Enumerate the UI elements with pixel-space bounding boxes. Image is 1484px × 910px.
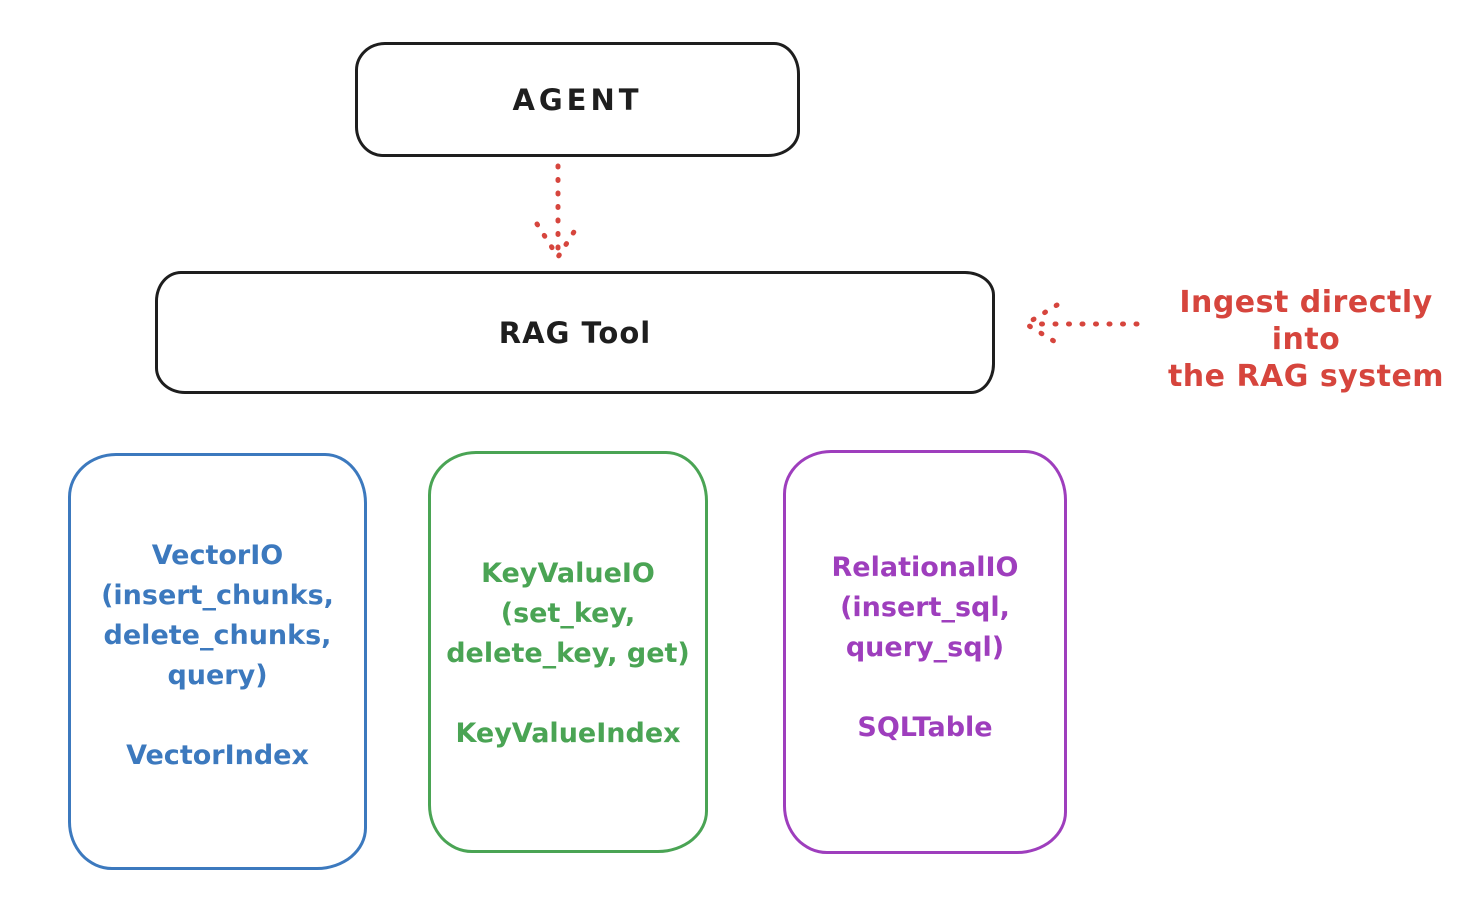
ingest-arrow-icon [1021, 302, 1140, 346]
box-text-line: (insert_sql, [840, 592, 1010, 623]
ingest-note: Ingest directly into the RAG system [1140, 284, 1472, 395]
vector-io-box: VectorIO (insert_chunks, delete_chunks, … [68, 453, 367, 870]
relational-io-box: RelationalIO (insert_sql, query_sql) SQL… [783, 450, 1067, 854]
keyvalue-io-box: KeyValueIO (set_key, delete_key, get) Ke… [428, 451, 708, 853]
box-text-line: RelationalIO [831, 552, 1019, 583]
agent-label: AGENT [512, 82, 643, 117]
keyvalue-index-label: KeyValueIndex [455, 718, 681, 749]
box-text-line: VectorIO [151, 540, 284, 571]
rag-tool-box: RAG Tool [155, 271, 995, 394]
agent-box: AGENT [355, 42, 800, 157]
ingest-note-line: Ingest directly into [1179, 285, 1433, 357]
agent-to-ragtool-arrow-icon [534, 163, 582, 262]
box-text-line: query_sql) [845, 632, 1005, 663]
box-text-line: (set_key, [500, 598, 636, 629]
box-text-line: KeyValueIO [481, 558, 655, 589]
box-text-line: delete_key, get) [446, 638, 690, 669]
arrow-head [534, 221, 582, 262]
box-text-line: delete_chunks, [103, 620, 332, 651]
arrow-head [1021, 302, 1060, 346]
rag-tool-label: RAG Tool [498, 315, 652, 350]
ingest-note-line: the RAG system [1167, 359, 1445, 394]
vector-io-text: VectorIO (insert_chunks, delete_chunks, … [101, 536, 334, 696]
box-text-line: query) [167, 660, 268, 691]
box-text-line: (insert_chunks, [101, 580, 334, 611]
keyvalue-io-text: KeyValueIO (set_key, delete_key, get) [446, 554, 690, 674]
vector-index-label: VectorIndex [126, 740, 309, 771]
relational-io-text: RelationalIO (insert_sql, query_sql) [832, 548, 1019, 668]
sql-table-label: SQLTable [857, 712, 993, 743]
